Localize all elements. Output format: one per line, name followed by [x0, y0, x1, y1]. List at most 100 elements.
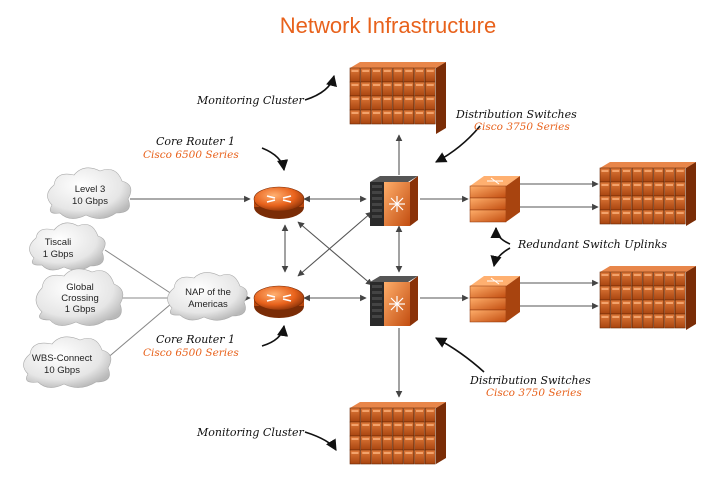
server-unit: [653, 195, 665, 211]
server-unit: [599, 299, 611, 315]
link-tiscali-nap: [104, 249, 179, 299]
diagram-title: Network Infrastructure: [280, 13, 496, 38]
server-unit: [631, 313, 643, 329]
server-unit: [371, 81, 382, 97]
server-unit: [349, 81, 361, 97]
server-unit: [631, 299, 643, 315]
server-unit: [674, 299, 686, 315]
server-unit: [599, 167, 611, 183]
server-unit: [360, 67, 372, 83]
server-unit: [349, 67, 361, 83]
label-core1-series: Cisco 6500 Series: [143, 149, 239, 161]
server-unit: [664, 209, 675, 225]
arrow-monitoring-bottom: [304, 431, 337, 451]
server-unit: [349, 449, 361, 465]
server-rack-top-right: [599, 162, 696, 226]
link-cross-a: [297, 221, 373, 286]
cloud-tiscali: Tiscali 1 Gbps: [29, 222, 106, 271]
server-unit: [424, 435, 436, 451]
server-unit: [664, 271, 675, 287]
server-unit: [414, 81, 425, 97]
server-unit: [392, 109, 404, 125]
label-dist-bottom-name: Distribution Switches: [469, 374, 591, 387]
switch-star-icon: [389, 196, 405, 212]
server-unit: [381, 435, 393, 451]
switch-star-icon: [389, 296, 405, 312]
label-monitoring-bottom: Monitoring Cluster: [196, 426, 305, 439]
stack-arrows-icon: [487, 177, 503, 185]
server-unit: [674, 167, 686, 183]
server-unit: [621, 167, 632, 183]
server-unit: [653, 209, 665, 225]
label-monitoring-top: Monitoring Cluster: [196, 94, 305, 107]
server-unit: [424, 67, 436, 83]
server-unit: [642, 209, 654, 225]
cloud-tiscali-line1: Tiscali: [45, 237, 72, 248]
server-unit: [664, 195, 675, 211]
server-unit: [392, 421, 404, 437]
cloud-wbs-connect: WBS-Connect 10 Gbps: [23, 336, 112, 388]
cloud-global-line2: Crossing: [61, 293, 99, 304]
connections: [104, 134, 599, 398]
server-rack-units: [349, 407, 436, 465]
link-wbs-nap: [104, 297, 179, 361]
cloud-wbs-line1: WBS-Connect: [32, 353, 93, 364]
server-unit: [621, 313, 632, 329]
server-unit: [349, 109, 361, 125]
server-unit: [631, 209, 643, 225]
server-unit: [674, 285, 686, 301]
server-unit: [360, 109, 372, 125]
server-unit: [403, 449, 415, 465]
server-unit: [631, 167, 643, 183]
server-unit: [653, 181, 665, 197]
server-unit: [371, 449, 382, 465]
server-rack-units: [349, 67, 436, 125]
server-unit: [610, 313, 622, 329]
arrow-dist-top: [435, 125, 481, 163]
server-unit: [674, 313, 686, 329]
server-unit: [371, 95, 382, 111]
core-router-1: [253, 186, 305, 219]
server-unit: [631, 285, 643, 301]
server-unit: [642, 195, 654, 211]
server-unit: [381, 67, 393, 83]
server-unit: [392, 81, 404, 97]
server-unit: [360, 407, 372, 423]
server-unit: [403, 109, 415, 125]
server-unit: [653, 299, 665, 315]
server-unit: [371, 407, 382, 423]
arrow-core1: [261, 147, 289, 172]
cloud-nap-line2: Americas: [188, 299, 228, 310]
server-unit: [360, 435, 372, 451]
server-unit: [621, 195, 632, 211]
server-unit: [599, 313, 611, 329]
server-unit: [349, 421, 361, 437]
server-unit: [392, 435, 404, 451]
server-unit: [631, 271, 643, 287]
server-unit: [653, 167, 665, 183]
server-rack-monitoring-bottom: [349, 402, 446, 465]
server-unit: [392, 67, 404, 83]
server-unit: [414, 95, 425, 111]
distribution-switch-1: [370, 176, 418, 226]
cloud-wbs-line2: 10 Gbps: [44, 365, 80, 376]
server-unit: [664, 299, 675, 315]
server-unit: [610, 195, 622, 211]
stack-arrows-icon: [487, 277, 503, 285]
server-unit: [360, 449, 372, 465]
server-unit: [642, 271, 654, 287]
link-cross-b: [297, 211, 373, 277]
server-unit: [599, 181, 611, 197]
server-unit: [610, 181, 622, 197]
server-unit: [674, 181, 686, 197]
server-unit: [653, 271, 665, 287]
cloud-level3-line1: Level 3: [75, 184, 106, 195]
server-unit: [674, 195, 686, 211]
server-unit: [424, 109, 436, 125]
server-unit: [403, 95, 415, 111]
server-unit: [599, 271, 611, 287]
arrow-uplink-up: [490, 226, 511, 245]
cloud-level3-line2: 10 Gbps: [72, 196, 108, 207]
server-unit: [403, 81, 415, 97]
